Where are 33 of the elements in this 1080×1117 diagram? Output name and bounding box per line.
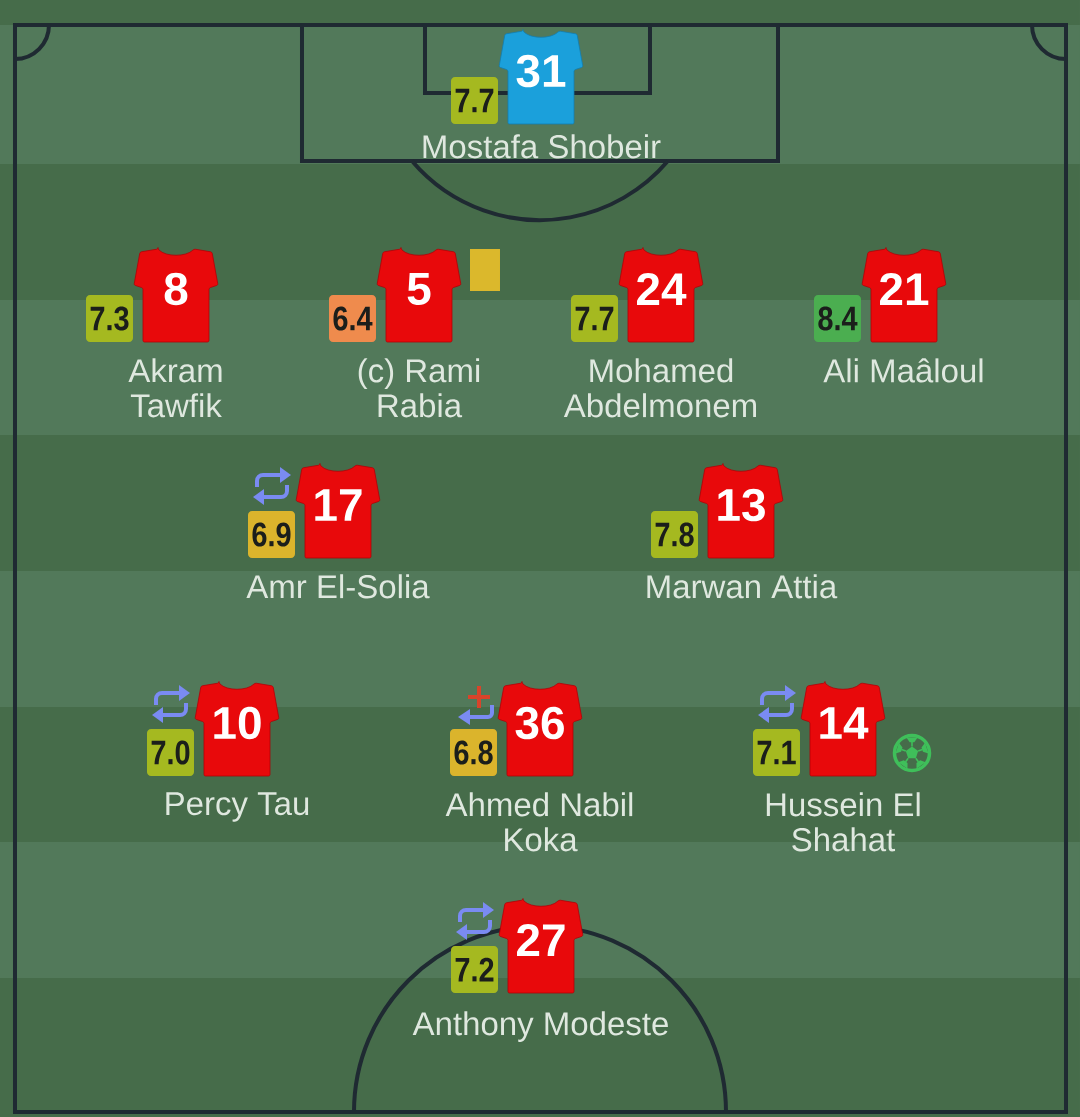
shirt: 36 (497, 681, 583, 777)
rating-badge: 7.2 (451, 946, 498, 993)
player-name: Marwan Attia (647, 574, 838, 599)
shirt: 21 (861, 247, 947, 343)
player-name: Ali Maâloul (823, 358, 983, 383)
player-name: Ahmed Nabil Koka (445, 792, 633, 852)
rating-badge: 7.3 (86, 295, 133, 342)
rating-badge: 7.1 (753, 729, 800, 776)
player-name: Hussein El Shahat (766, 792, 920, 852)
shirt: 10 (194, 681, 280, 777)
player-name: Percy Tau (166, 792, 309, 822)
rating-badge: 7.7 (451, 77, 498, 124)
shirt: 5 (376, 247, 462, 343)
player-name: Akram Tawfik (128, 358, 222, 418)
rating-badge: 7.0 (147, 729, 194, 776)
player-name: (c) Rami Rabia (358, 358, 480, 418)
rating-badge: 7.8 (651, 511, 698, 558)
player-name: Amr El-Solia (246, 574, 430, 599)
rating-badge: 8.4 (814, 295, 861, 342)
rating-badge: 6.9 (248, 511, 295, 558)
shirt: 8 (133, 247, 219, 343)
rating-badge: 6.4 (329, 295, 376, 342)
rating-badge: 7.7 (571, 295, 618, 342)
shirt: 27 (498, 898, 584, 994)
shirt: 24 (618, 247, 704, 343)
shirt: 13 (698, 463, 784, 559)
shirt: 31 (498, 29, 584, 125)
shirt: 17 (295, 463, 381, 559)
player-name: Anthony Modeste (412, 1011, 668, 1042)
rating-badge: 6.8 (450, 729, 497, 776)
shirt: 14 (800, 681, 886, 777)
player-name: Mohamed Abdelmonem (563, 358, 756, 418)
player-name: Mostafa Shobeir (423, 134, 661, 159)
